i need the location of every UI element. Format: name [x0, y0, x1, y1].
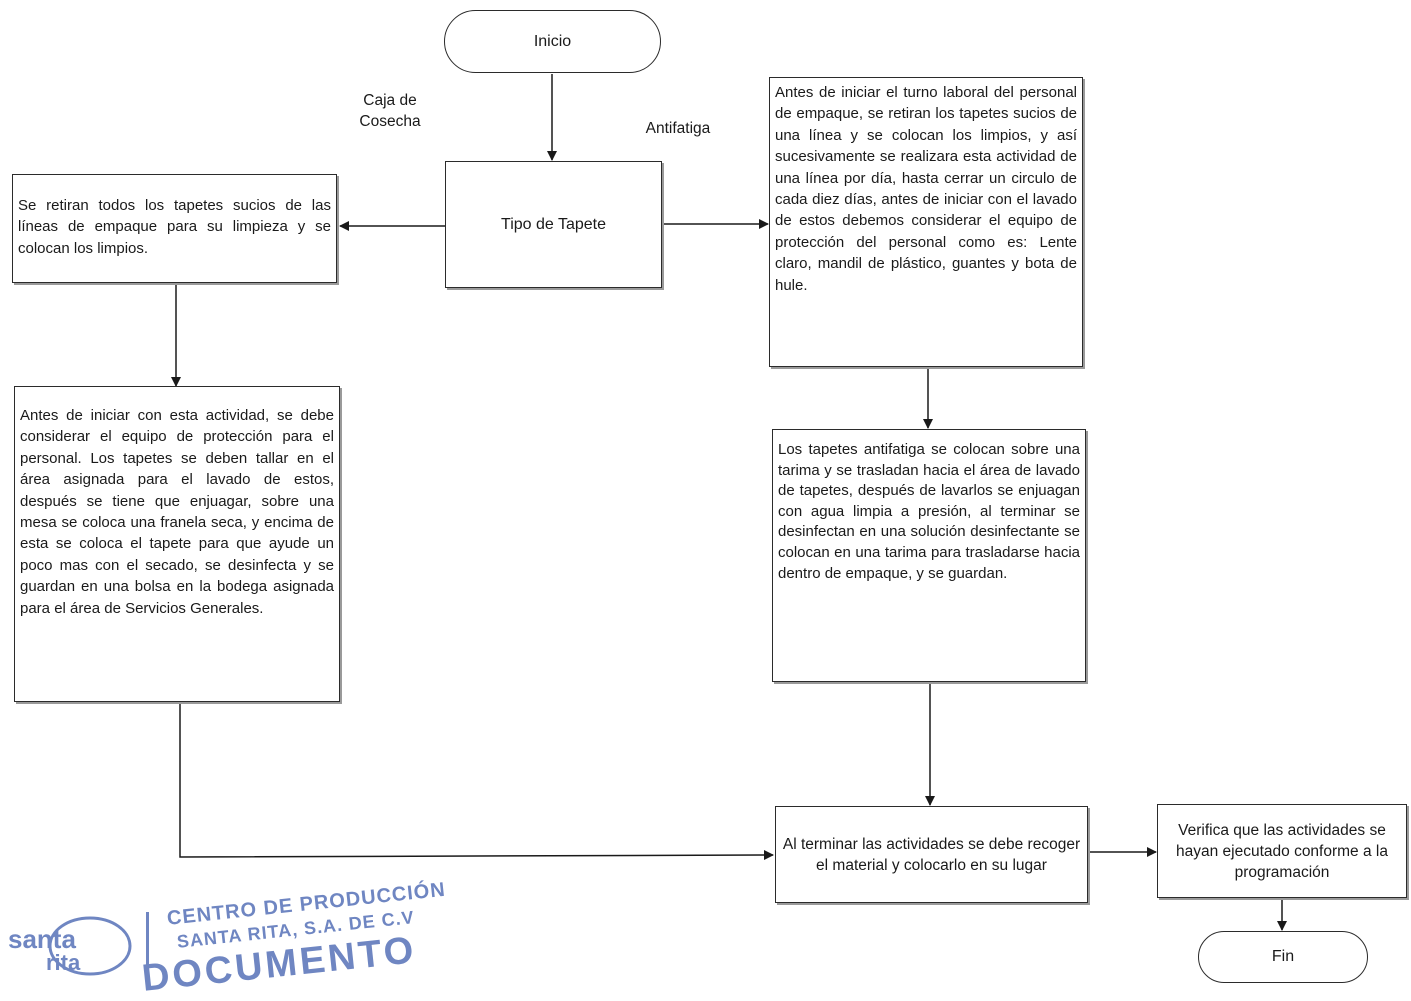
svg-text:santa: santa [8, 924, 76, 954]
company-logo: santa rita [6, 912, 132, 978]
recoger-text: Al terminar las actividades se debe reco… [782, 835, 1081, 874]
logo-mark-icon: santa rita [8, 916, 132, 976]
step-recoger-material: Al terminar las actividades se debe reco… [775, 806, 1088, 903]
verifica-text: Verifica que las actividades se hayan ej… [1176, 821, 1388, 881]
end-terminal: Fin [1198, 931, 1368, 983]
edge-label-antifatiga: Antifatiga [645, 120, 711, 137]
stamp-divider [146, 912, 149, 970]
step-verificar-actividades: Verifica que las actividades se hayan ej… [1157, 804, 1407, 898]
svg-text:rita: rita [46, 950, 81, 975]
step-caja-retirar-tapetes: Se retiran todos los tapetes sucios de l… [12, 174, 337, 283]
decision-tipo-de-tapete: Tipo de Tapete [445, 161, 662, 288]
end-label: Fin [1271, 948, 1295, 965]
step-antifatiga-retirar-tapetes: Antes de iniciar el turno laboral del pe… [769, 77, 1083, 367]
edge-label-caja-de-cosecha: Caja de Cosecha [359, 92, 421, 130]
edge-caja-recoger [179, 702, 774, 861]
step-antifatiga-lavado: Los tapetes antifatiga se colocan sobre … [772, 429, 1086, 682]
start-terminal: Inicio [444, 10, 661, 73]
step-caja-lavado: Antes de iniciar con esta actividad, se … [14, 386, 340, 702]
start-label: Inicio [533, 32, 572, 50]
decision-label: Tipo de Tapete [501, 215, 606, 233]
